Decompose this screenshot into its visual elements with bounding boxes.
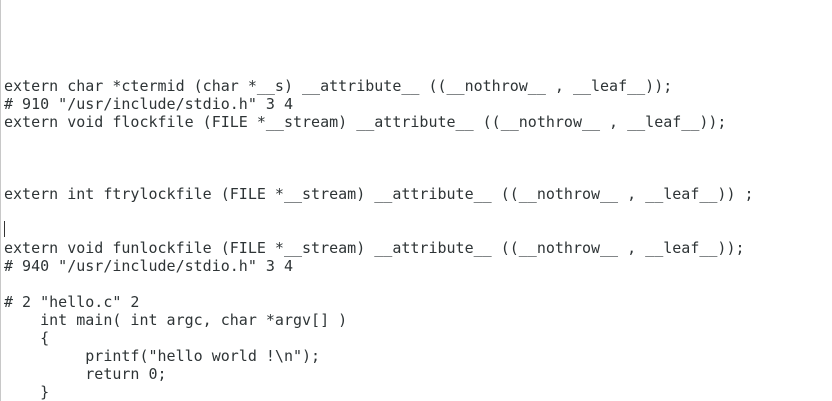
code-line: extern int ftrylockfile (FILE *__stream)… [4,185,754,203]
code-line: extern void flockfile (FILE *__stream) _… [4,113,727,131]
code-line: return 0; [4,365,167,383]
code-line: # 940 "/usr/include/stdio.h" 3 4 [4,257,293,275]
code-line: { [4,329,50,347]
code-line: extern char *ctermid (char *__s) __attri… [4,77,673,95]
code-line: # 2 "hello.c" 2 [4,293,140,311]
code-line: # 910 "/usr/include/stdio.h" 3 4 [4,95,293,113]
code-line: } [4,383,50,401]
code-line: printf("hello world !\n"); [4,347,321,365]
text-cursor [4,221,5,237]
code-line: int main( int argc, char *argv[] ) [4,311,348,329]
code-line: extern void funlockfile (FILE *__stream)… [4,239,745,257]
